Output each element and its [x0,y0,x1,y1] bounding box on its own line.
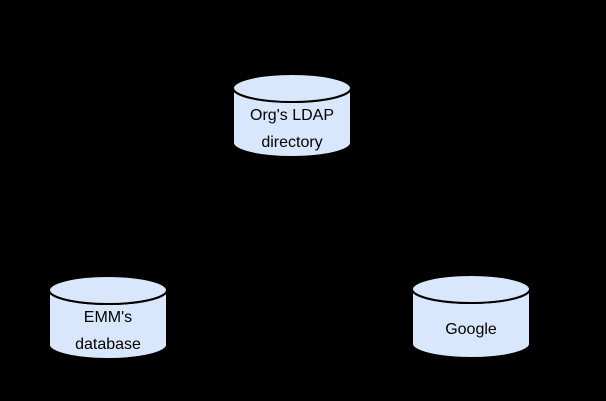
db-node-org-ldap-directory: Org's LDAP directory [232,73,352,158]
db-node-emm-database: EMM's database [48,275,168,360]
label-line: EMM's [83,308,133,326]
label-line: database [75,335,141,353]
database-cylinder-icon [48,275,168,360]
label-line: Google [445,321,497,338]
database-cylinder-icon [411,274,531,359]
cylinder-top-cap [232,73,352,103]
label-line: Org's LDAP [250,106,334,124]
database-cylinder-icon [232,73,352,158]
label-line: directory [261,133,323,151]
node-label-google: Google [411,302,531,357]
node-label-org-ldap-directory: Org's LDAP directory [232,101,352,156]
node-label-emm-database: EMM's database [48,303,168,358]
db-node-google: Google [411,274,531,359]
cylinder-top-cap [411,274,531,304]
cylinder-top-cap [48,275,168,305]
